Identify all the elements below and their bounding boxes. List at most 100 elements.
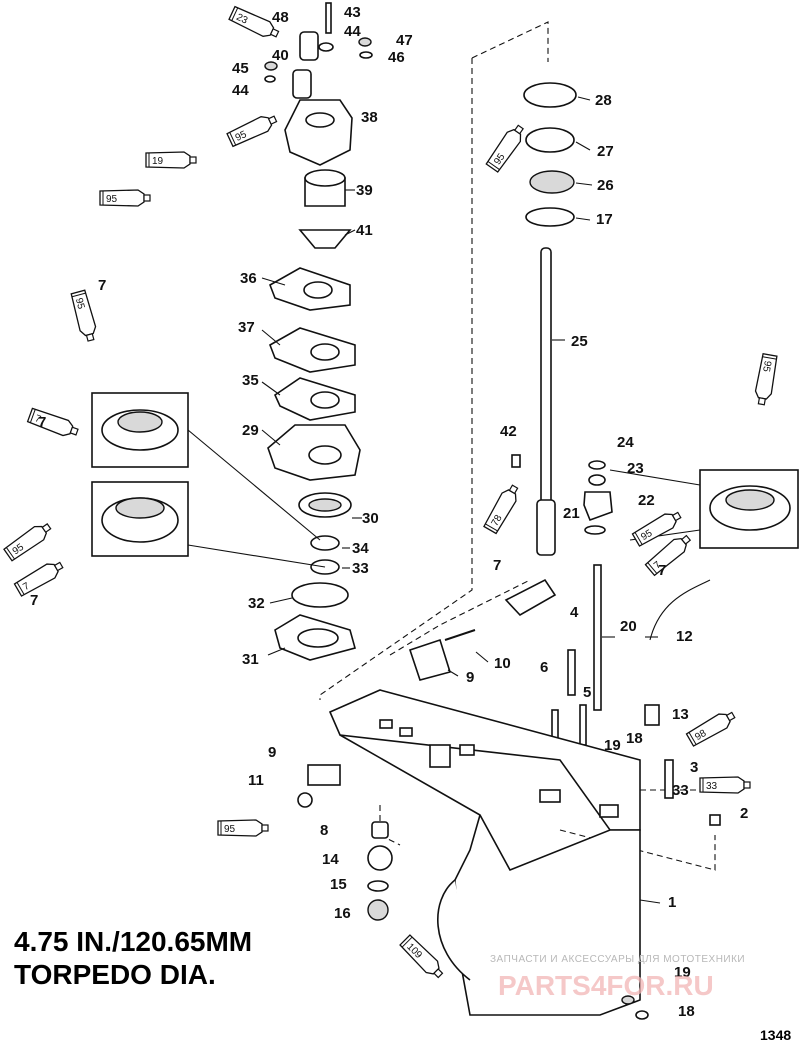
callout-14: 14	[322, 851, 339, 868]
tube-19: 19	[145, 151, 197, 169]
callout-33-a: 33	[352, 560, 369, 577]
callout-33-b: 33	[672, 782, 689, 799]
svg-text:95: 95	[224, 824, 236, 835]
svg-text:7: 7	[652, 559, 664, 571]
tube-7-a: 7	[26, 406, 81, 441]
callout-45: 45	[232, 60, 249, 77]
callout-20: 20	[620, 618, 637, 635]
callout-41: 41	[356, 222, 373, 239]
callout-38: 38	[361, 109, 378, 126]
svg-text:23: 23	[234, 12, 249, 27]
callout-35: 35	[242, 372, 259, 389]
callout-7-tube-b: 7	[30, 592, 38, 609]
callout-7-tube-c: 7	[658, 562, 666, 579]
svg-text:95: 95	[106, 194, 118, 205]
callout-7-extra: 7	[98, 277, 106, 294]
callout-36: 36	[240, 270, 257, 287]
callout-24: 24	[617, 434, 634, 451]
callout-3: 3	[690, 759, 698, 776]
callout-26: 26	[597, 177, 614, 194]
svg-text:78: 78	[490, 513, 505, 529]
svg-text:95: 95	[639, 528, 655, 543]
callout-44-b: 44	[232, 82, 249, 99]
callout-32: 32	[248, 595, 265, 612]
callout-5: 5	[583, 684, 591, 701]
callout-31: 31	[242, 651, 259, 668]
callout-19-b: 19	[674, 964, 691, 981]
callout-4: 4	[570, 604, 579, 621]
callout-7-tube-a: 7	[38, 414, 46, 431]
callout-13: 13	[672, 706, 689, 723]
callout-18-b: 18	[678, 1003, 695, 1020]
tube-95-b: 95	[99, 189, 151, 207]
torpedo-dia-line-1: 4.75 IN./120.65MM	[14, 926, 252, 957]
callout-9-a: 9	[466, 669, 474, 686]
tube-95-a: 95	[225, 110, 280, 148]
callout-8: 8	[320, 822, 328, 839]
svg-text:95: 95	[760, 360, 773, 373]
callout-15: 15	[330, 876, 347, 893]
tube-7-c: 7	[644, 531, 695, 577]
callout-18-a: 18	[626, 730, 643, 747]
tube-95-h: 95	[752, 352, 779, 407]
tube-95-e: 95	[484, 121, 528, 174]
callout-37: 37	[238, 319, 255, 336]
svg-text:7: 7	[33, 413, 42, 425]
callout-25: 25	[571, 333, 588, 350]
svg-text:7: 7	[21, 581, 32, 594]
water-pump-stack	[264, 2, 373, 661]
callout-34: 34	[352, 540, 369, 557]
gear-housing	[297, 689, 649, 1020]
callout-43: 43	[344, 4, 361, 21]
watermark: ЗАПЧАСТИ И АКСЕССУАРЫ ДЛЯ МОТОТЕХНИКИ PA…	[490, 954, 745, 1001]
figure-code: 1348	[760, 1027, 791, 1043]
svg-text:33: 33	[706, 781, 718, 792]
callout-48: 48	[272, 9, 289, 26]
callout-7: 7	[493, 557, 501, 574]
callout-12: 12	[676, 628, 693, 645]
tube-98: 98	[685, 707, 738, 748]
callout-39: 39	[356, 182, 373, 199]
callout-1: 1	[668, 894, 676, 911]
callout-16: 16	[334, 905, 351, 922]
torpedo-dia-line-2: TORPEDO DIA.	[14, 959, 216, 990]
svg-text:95: 95	[234, 129, 249, 144]
leader-lines	[261, 96, 661, 904]
svg-text:19: 19	[152, 156, 164, 167]
callout-28: 28	[595, 92, 612, 109]
callout-44-a: 44	[344, 23, 361, 40]
tube-95-c: 95	[69, 289, 100, 344]
callout-42: 42	[500, 423, 517, 440]
tube-23: 23	[227, 5, 282, 43]
tube-109: 109	[398, 933, 447, 982]
callout-22: 22	[638, 492, 655, 509]
watermark-text: ЗАПЧАСТИ И АКСЕССУАРЫ ДЛЯ МОТОТЕХНИКИ	[490, 954, 745, 965]
callout-2: 2	[740, 805, 748, 822]
tube-7-b: 7	[13, 557, 66, 598]
tube-95-d: 95	[2, 519, 55, 563]
tube-78: 78	[482, 482, 523, 535]
seal-insets	[91, 392, 799, 568]
callout-6: 6	[540, 659, 548, 676]
callout-9-b: 9	[268, 744, 276, 761]
callout-29: 29	[242, 422, 259, 439]
svg-text:98: 98	[693, 728, 709, 743]
title-block: 4.75 IN./120.65MM TORPEDO DIA. 1348	[14, 926, 791, 1043]
callout-10: 10	[494, 655, 511, 672]
tube-33: 33	[699, 776, 751, 794]
tube-95-g: 95	[217, 819, 269, 837]
svg-text:95: 95	[73, 297, 87, 311]
callout-40: 40	[272, 47, 289, 64]
callout-11: 11	[248, 772, 264, 789]
callout-19-a: 19	[604, 737, 621, 754]
lubricant-tubes: 23 95 19 95 95 95 95 78 95 98 33 95 109 …	[2, 5, 779, 982]
part-callouts: 1 2 3 4 5 6 7 8 9 9 10 11 12 13 14 15 16…	[30, 4, 748, 1020]
callout-46: 46	[388, 49, 405, 66]
callout-21: 21	[563, 505, 580, 522]
tube-95-f: 95	[631, 507, 684, 548]
callout-47: 47	[396, 32, 413, 49]
callout-30: 30	[362, 510, 379, 527]
watermark-logo: PARTS4FOR.RU	[498, 970, 714, 1001]
callout-27: 27	[597, 143, 614, 160]
